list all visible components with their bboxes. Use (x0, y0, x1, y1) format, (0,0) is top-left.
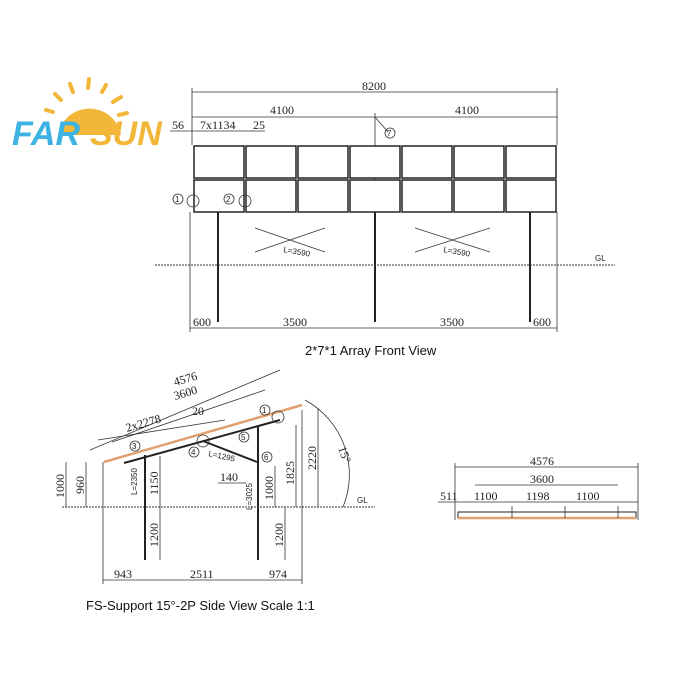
panel-array (193, 145, 557, 213)
dim-bottom-1: 600 (193, 315, 211, 329)
dim-total: 4576 (530, 454, 554, 468)
dim-seg-1: 511 (440, 489, 458, 503)
dim-rear-below: 1200 (272, 523, 286, 547)
side-view: 4576 3600 2x2278 20 1 3 4 5 6 L=1295 L=2… (53, 369, 375, 613)
dim-seg-3: 1198 (526, 489, 550, 503)
dim-front-below: 1200 (147, 523, 161, 547)
dim-bottom-2: 3500 (283, 315, 307, 329)
dim-rear-mid: 1825 (283, 461, 297, 485)
logo-text-sun: SUN (90, 115, 163, 153)
rear-post-length: L=3025 (245, 483, 254, 510)
dim-bottom-3: 3500 (440, 315, 464, 329)
front-view-caption: 2*7*1 Array Front View (305, 343, 437, 358)
dim-rear-above: 1000 (262, 476, 276, 500)
marker-4: 4 (191, 448, 196, 457)
dim-gap: 25 (253, 118, 265, 132)
dim-modules: 7x1134 (200, 118, 236, 132)
marker-7: 7 (387, 129, 392, 138)
sun-disc (58, 108, 121, 135)
dim-brace-offset: 140 (220, 470, 238, 484)
dim-slope-inner: 3600 (172, 383, 199, 403)
logo-text-far: FAR (12, 115, 80, 153)
marker-5: 5 (241, 433, 246, 442)
dim-rear-total: 2220 (305, 446, 319, 470)
front-post-length: L=2350 (130, 468, 139, 495)
dim-bottom-2: 2511 (190, 567, 214, 581)
dim-bottom-4: 600 (533, 315, 551, 329)
dim-total-width: 8200 (362, 79, 386, 93)
front-view: 8200 4100 4100 56 7x1134 25 7 1 2 (155, 79, 615, 358)
ground-label: GL (595, 254, 606, 263)
sun-icon (44, 77, 129, 117)
marker-1: 1 (262, 406, 267, 415)
dim-offset: 20 (192, 404, 204, 418)
farsun-logo: FAR SUN (12, 77, 163, 153)
posts (217, 212, 531, 322)
top-view: 4576 3600 511 1100 1198 1100 (438, 454, 639, 520)
dim-front-inner: 960 (73, 476, 87, 494)
brace-length-right: L=3590 (443, 245, 472, 259)
dim-half-left: 4100 (270, 103, 294, 117)
brace-length-left: L=3590 (283, 245, 312, 259)
dim-bottom-3: 974 (269, 567, 287, 581)
dim-slope-total: 4576 (172, 369, 199, 389)
side-view-caption: FS-Support 15°-2P Side View Scale 1:1 (86, 598, 315, 613)
marker-6: 6 (264, 453, 269, 462)
dim-half-right: 4100 (455, 103, 479, 117)
dim-seg-2: 1100 (474, 489, 498, 503)
panel-edge (103, 403, 303, 464)
dim-front-outer: 1000 (53, 474, 67, 498)
dim-seg-4: 1100 (576, 489, 600, 503)
dim-edge: 56 (172, 118, 184, 132)
dim-front-above: 1150 (147, 471, 161, 495)
dim-inner: 3600 (530, 472, 554, 486)
marker-3: 3 (132, 442, 137, 451)
dim-bottom-1: 943 (114, 567, 132, 581)
marker-2: 2 (226, 195, 231, 204)
ground-label: GL (357, 496, 368, 505)
marker-1: 1 (175, 195, 180, 204)
tilt-angle: 15° (335, 444, 354, 465)
